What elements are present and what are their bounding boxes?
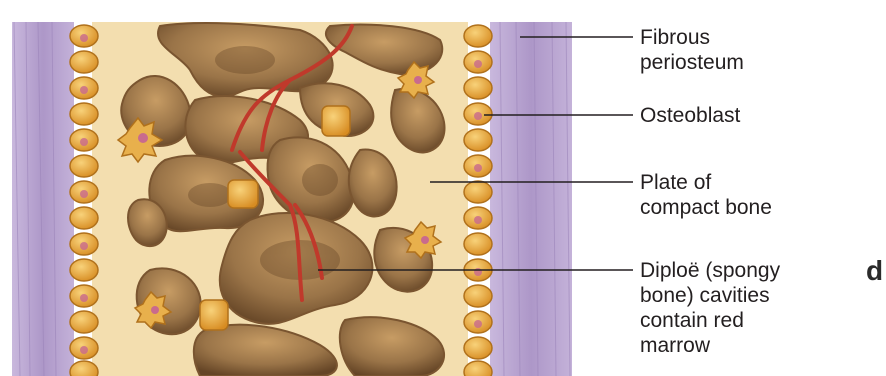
label-osteoblast: Osteoblast	[640, 103, 740, 128]
label-diploe: Diploë (spongy bone) cavities contain re…	[640, 258, 780, 358]
label-compact-bone: Plate of compact bone	[640, 170, 772, 220]
cropped-glyph: d	[866, 256, 883, 286]
label-fibrous-periosteum: Fibrous periosteum	[640, 25, 744, 75]
